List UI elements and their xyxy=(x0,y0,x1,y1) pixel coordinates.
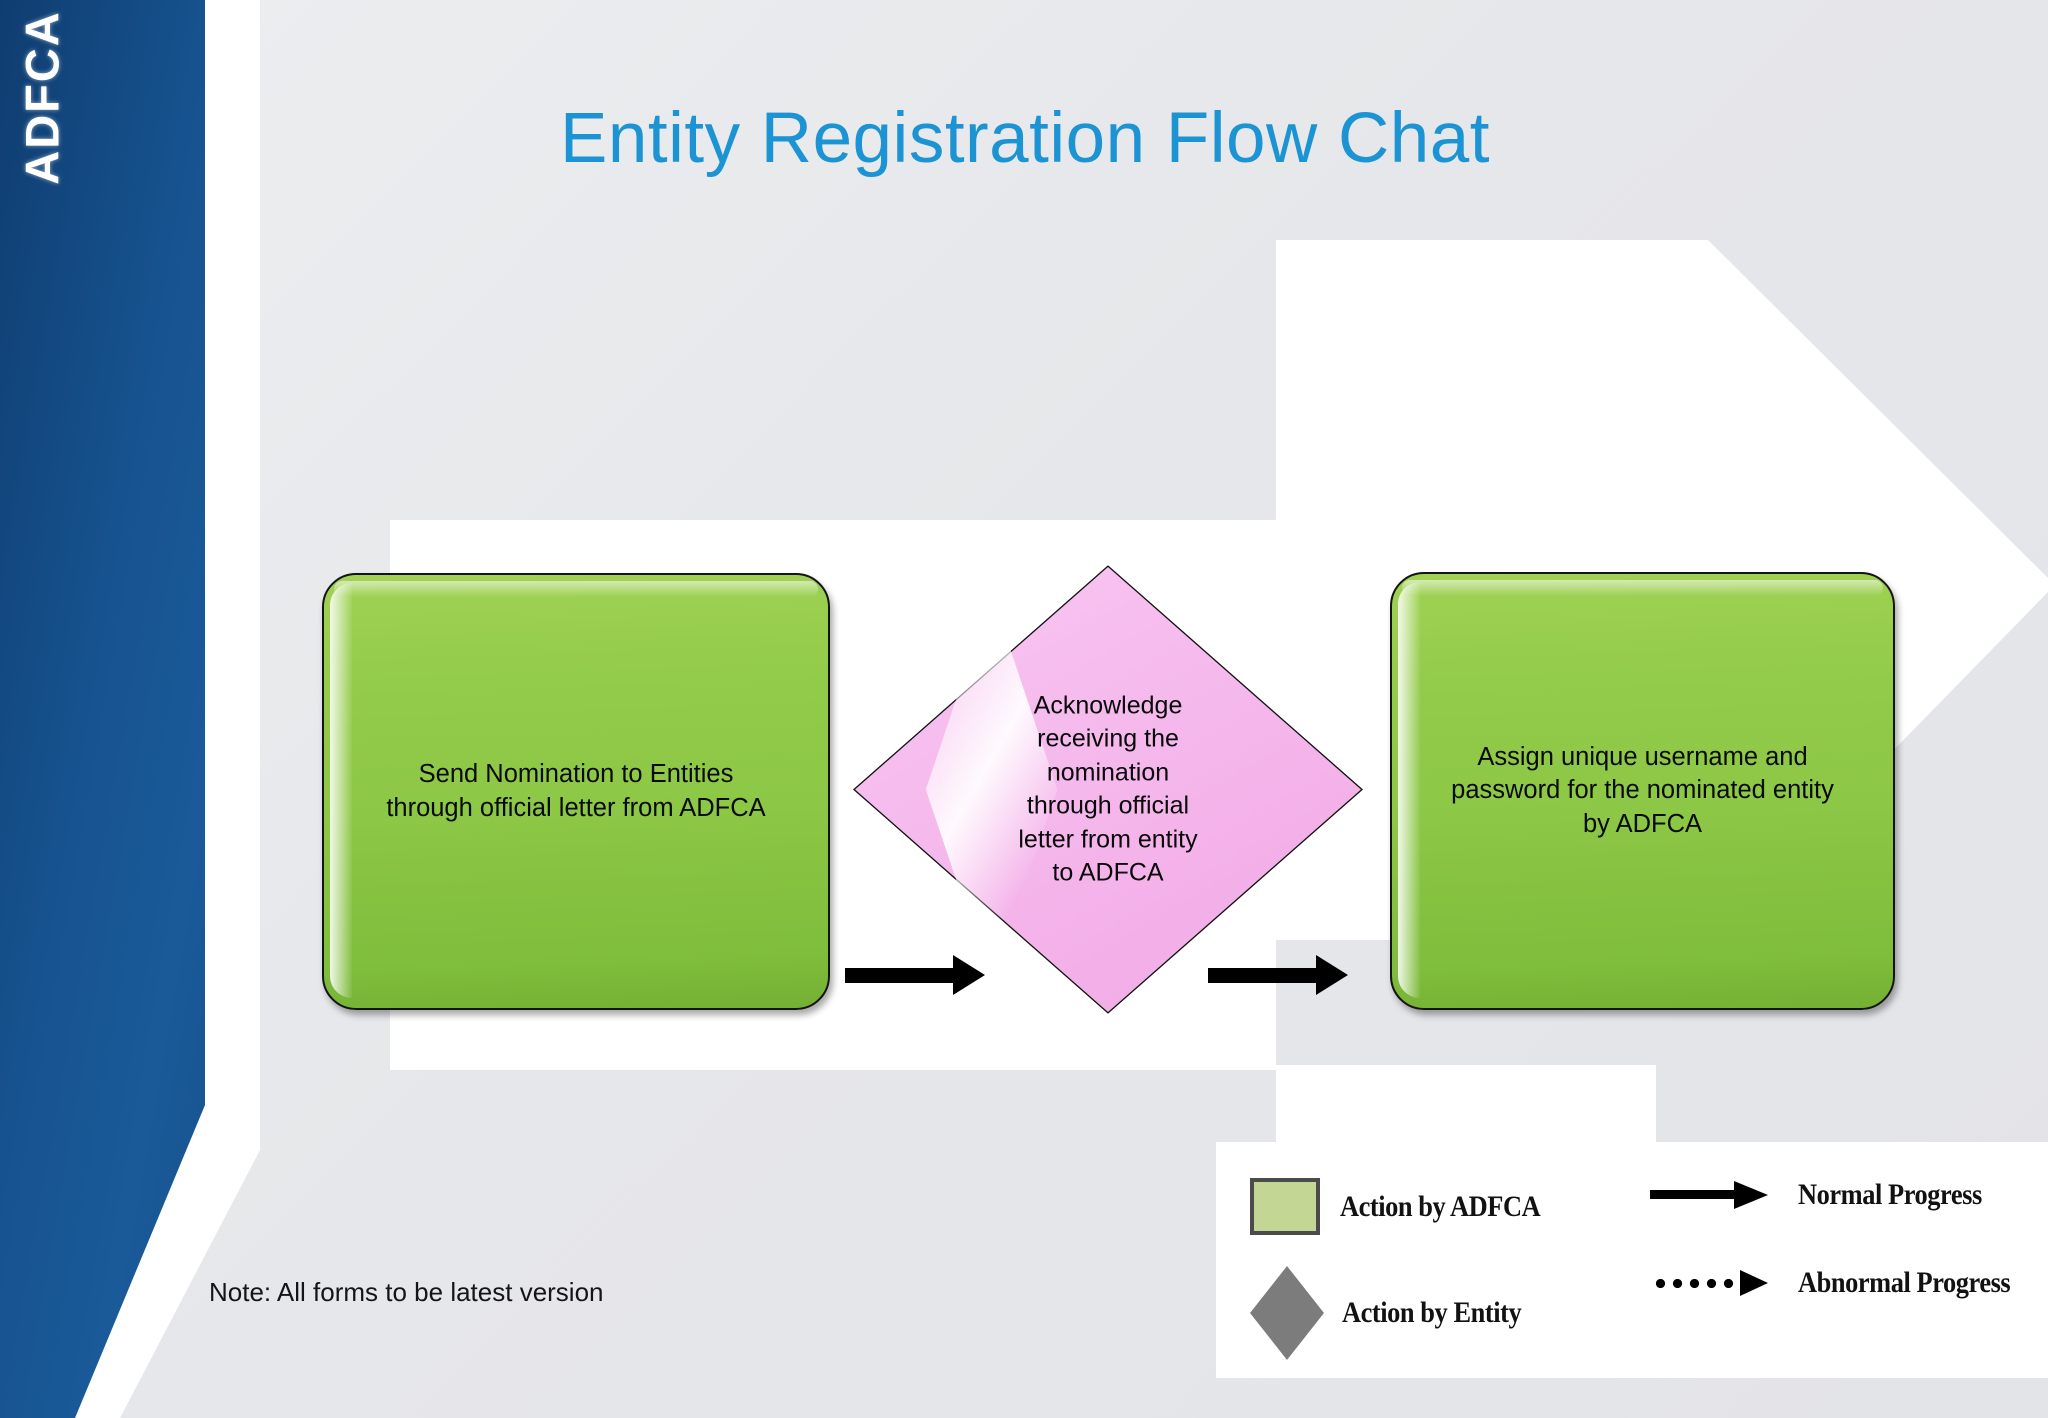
flow-node-send-nomination-label: Send Nomination to Entities through offi… xyxy=(386,759,766,822)
flow-node-send-nomination[interactable]: Send Nomination to Entities through offi… xyxy=(322,573,830,1010)
page-title: Entity Registration Flow Chat xyxy=(560,99,1490,178)
flow-connector-arrow-2-icon xyxy=(1208,955,1348,995)
arrow-head xyxy=(1316,955,1348,995)
arrow-head xyxy=(953,955,985,995)
legend-panel: Action by ADFCA Action by Entity Normal … xyxy=(1216,1142,2048,1378)
solid-arrow-icon xyxy=(1650,1181,1768,1209)
legend-item-abnormal-progress: Abnormal Progress xyxy=(1650,1266,2039,1300)
legend-label-action-by-entity: Action by Entity xyxy=(1342,1296,1522,1329)
arrow-head xyxy=(1740,1270,1768,1296)
flow-node-acknowledge-receipt[interactable]: Acknowledge receiving the nomination thr… xyxy=(852,565,1364,1014)
pink-diamond-icon xyxy=(1250,1266,1324,1360)
sidebar-banner xyxy=(0,0,205,1418)
legend-label-action-by-adfca: Action by ADFCA xyxy=(1340,1189,1541,1223)
dotted-arrow-icon xyxy=(1650,1269,1768,1297)
green-square-icon xyxy=(1250,1178,1320,1235)
legend-item-action-by-adfca: Action by ADFCA xyxy=(1250,1178,1568,1235)
flow-node-assign-credentials-label: Assign unique username and password for … xyxy=(1451,742,1834,838)
arrow-shaft xyxy=(845,968,955,983)
footer-note: Note: All forms to be latest version xyxy=(209,1277,604,1307)
flow-node-acknowledge-receipt-label: Acknowledge receiving the nomination thr… xyxy=(1018,691,1198,887)
arrow-head xyxy=(1734,1181,1768,1209)
arrow-shaft xyxy=(1208,968,1318,983)
diamond-outline xyxy=(1250,1266,1324,1360)
arrow-dotted-shaft xyxy=(1652,1279,1736,1288)
flow-node-assign-credentials[interactable]: Assign unique username and password for … xyxy=(1390,572,1895,1010)
legend-label-abnormal-progress: Abnormal Progress xyxy=(1798,1266,2011,1299)
legend-item-normal-progress: Normal Progress xyxy=(1650,1178,2007,1212)
legend-item-action-by-entity: Action by Entity xyxy=(1250,1266,1546,1360)
sidebar-brand-label: ADFCA xyxy=(15,10,69,185)
flow-connector-arrow-1-icon xyxy=(845,955,985,995)
legend-label-normal-progress: Normal Progress xyxy=(1798,1178,1982,1211)
arrow-shaft xyxy=(1650,1190,1734,1199)
